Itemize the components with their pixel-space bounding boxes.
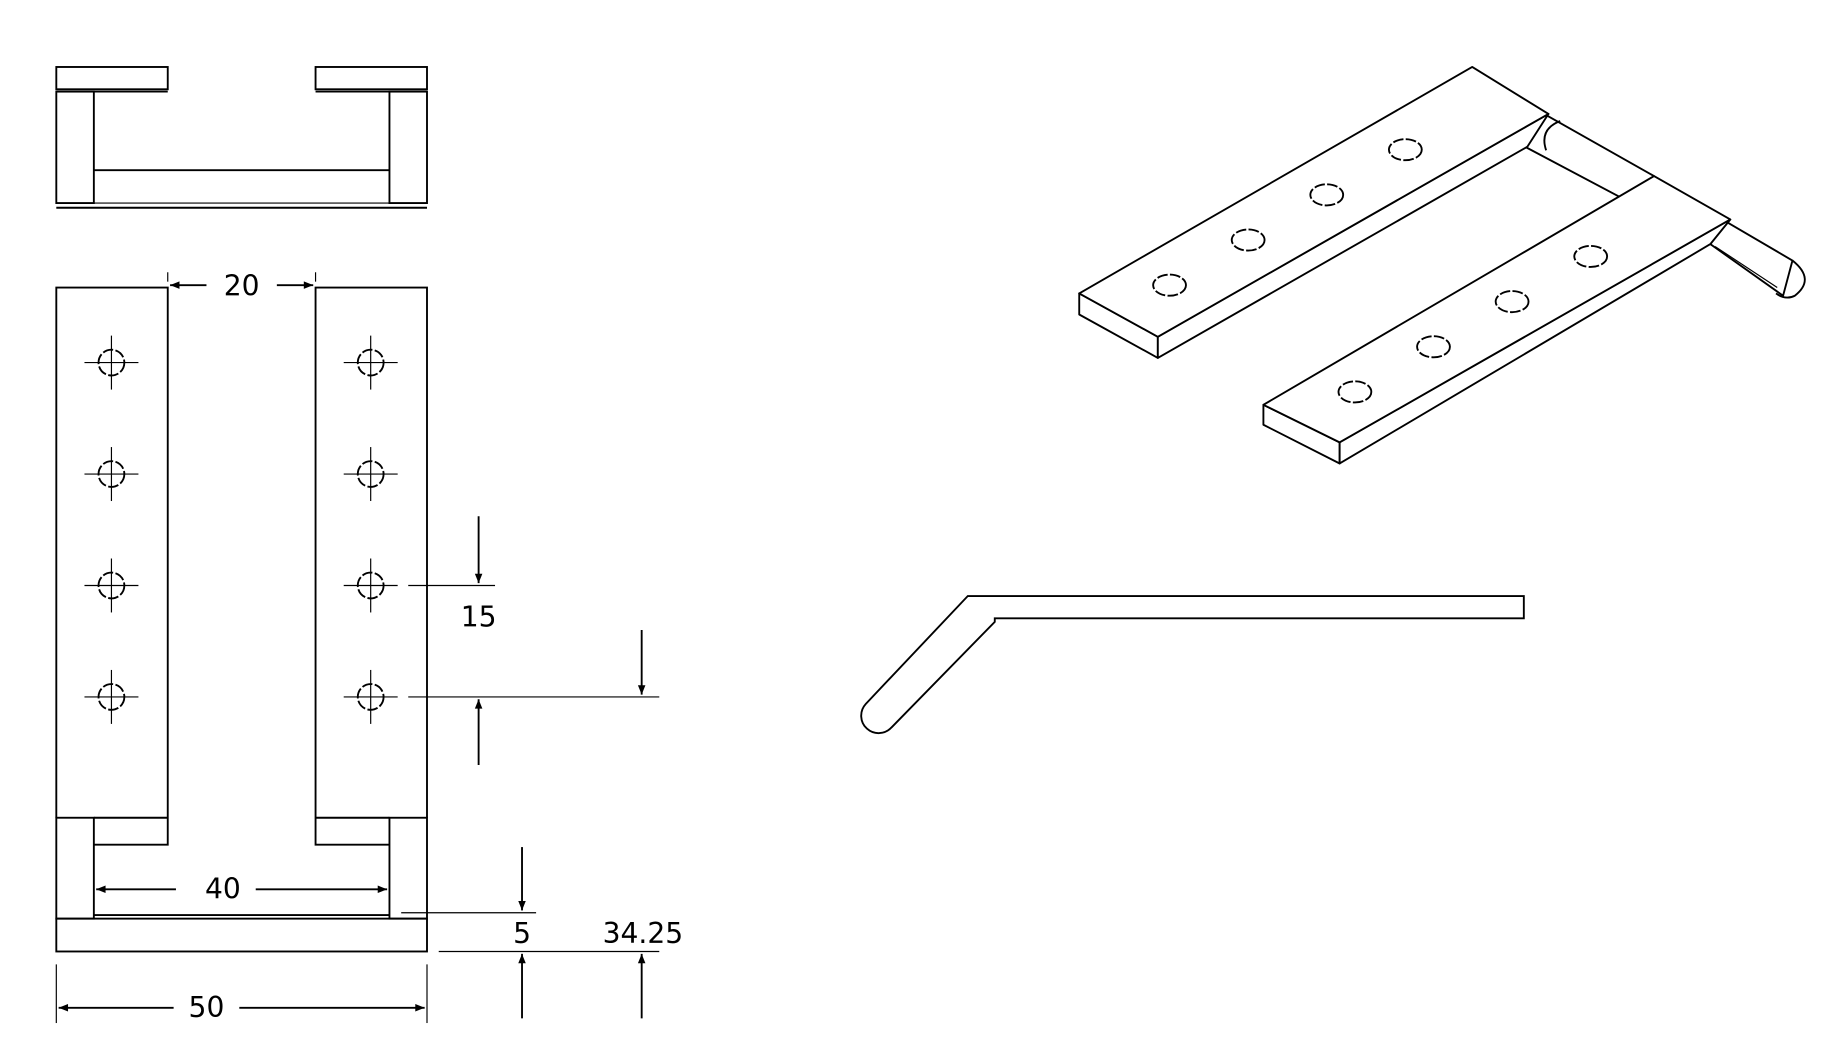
isometric-hole: [1337, 380, 1373, 404]
dimension-label-40: 40: [205, 872, 241, 905]
isometric-hole: [1573, 244, 1609, 268]
isometric-hole: [1416, 335, 1451, 359]
side-view: [860, 595, 1525, 735]
dimension-label-20: 20: [224, 270, 260, 303]
dimension-20: 20: [167, 270, 317, 303]
dimension-40: 40: [96, 872, 388, 905]
front-view: [55, 286, 428, 953]
isometric-hole: [1387, 138, 1423, 162]
dimension-50: 50: [55, 964, 428, 1024]
mounting-holes: [84, 335, 398, 724]
isometric-hole: [1309, 183, 1345, 207]
dimension-label-50: 50: [189, 991, 225, 1024]
dimension-label-34-25: 34.25: [603, 917, 684, 950]
isometric-hole: [1230, 228, 1266, 252]
isometric-holes: [1152, 138, 1609, 404]
isometric-hole: [1494, 290, 1530, 314]
top-view: [55, 66, 428, 209]
isometric-view: [1078, 66, 1806, 465]
dimension-label-15: 15: [461, 600, 497, 633]
isometric-hole: [1152, 273, 1187, 297]
dimension-label-5: 5: [513, 917, 531, 950]
dimension-5-and-34-25: 5 34.25: [401, 630, 684, 1019]
dimension-15: 15: [408, 516, 660, 765]
